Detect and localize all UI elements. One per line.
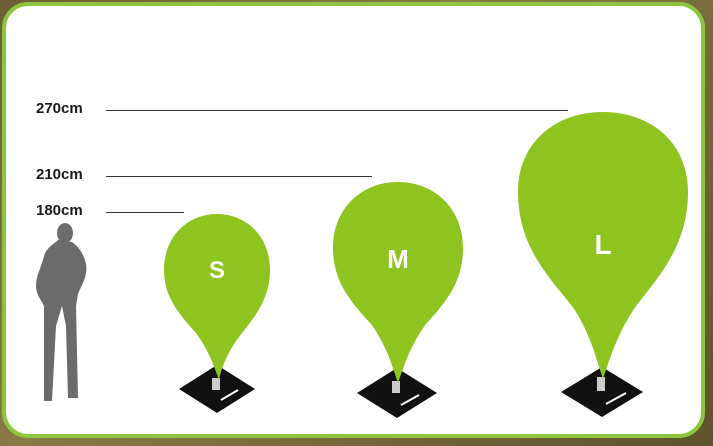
balloon-s-label: S <box>209 257 225 284</box>
balloon-m: M <box>333 182 463 418</box>
balloon-m-body <box>333 182 463 383</box>
person-silhouette <box>36 223 86 401</box>
balloon-s: S <box>164 214 270 413</box>
balloon-m-label: M <box>387 244 409 274</box>
balloon-s-body <box>164 214 270 380</box>
size-comparison-card: 270cm 210cm 180cm S M <box>2 2 705 438</box>
balloon-m-pole <box>392 381 400 393</box>
balloon-l-label: L <box>594 229 611 260</box>
balloons-illustration: S M L <box>6 6 705 438</box>
balloon-s-pole <box>212 378 220 390</box>
balloon-l-pole <box>597 377 605 391</box>
balloon-l: L <box>518 112 688 417</box>
